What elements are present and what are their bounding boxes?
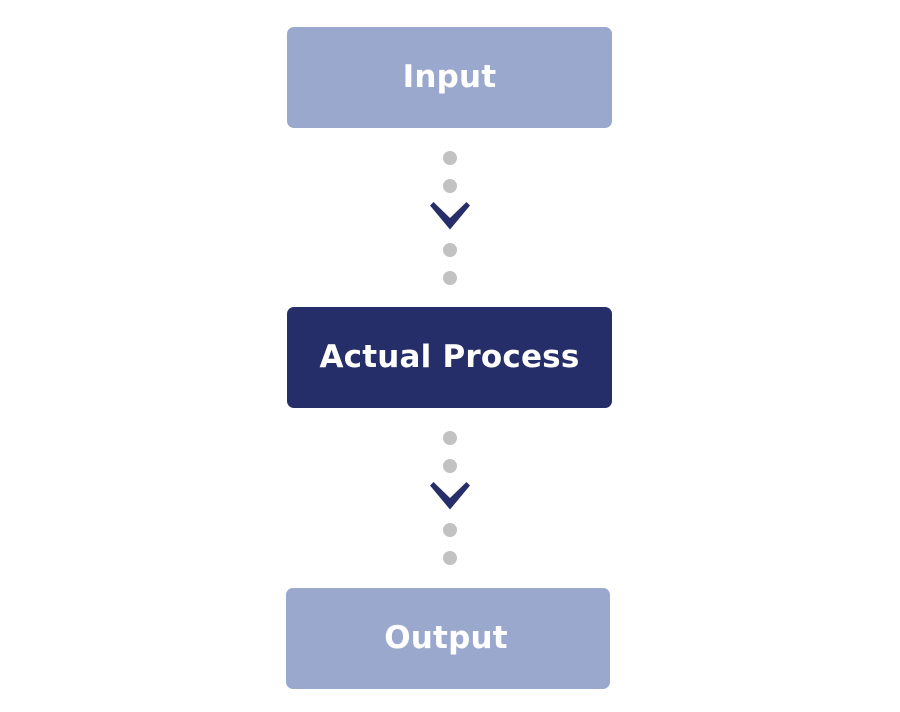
chevron-down-icon <box>430 482 470 510</box>
flow-node-output-label: Output <box>384 620 508 656</box>
connector-dot-icon <box>443 459 457 473</box>
flow-node-actual-process-label: Actual Process <box>319 339 580 375</box>
connector-input-to-process <box>430 151 470 287</box>
flow-node-actual-process[interactable]: Actual Process <box>287 307 612 408</box>
flow-node-input-label: Input <box>402 59 497 95</box>
connector-dot-icon <box>443 431 457 445</box>
flow-node-output[interactable]: Output <box>286 588 610 689</box>
flow-node-input[interactable]: Input <box>287 27 612 128</box>
connector-process-to-output <box>430 431 470 567</box>
connector-dot-icon <box>443 179 457 193</box>
connector-dot-icon <box>443 243 457 257</box>
connector-dot-icon <box>443 151 457 165</box>
connector-dot-icon <box>443 551 457 565</box>
connector-dot-icon <box>443 523 457 537</box>
chevron-down-icon <box>430 202 470 230</box>
connector-dot-icon <box>443 271 457 285</box>
